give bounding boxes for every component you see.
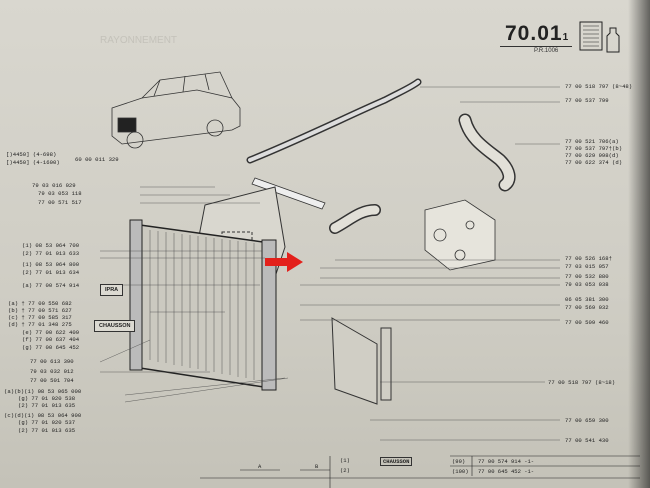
label-r14: 77 00 518 797 (8~18) bbox=[548, 379, 616, 386]
footer-col-a: A bbox=[258, 463, 262, 470]
page-code: 70.011 bbox=[505, 22, 570, 45]
label-l16: 77 00 613 390 bbox=[30, 358, 74, 365]
label-l3: 77 00 571 517 bbox=[38, 199, 82, 206]
label-l13: (e) 77 00 622 409 bbox=[22, 329, 80, 336]
label-l21: (2) 77 01 013 635 bbox=[18, 402, 76, 409]
label-variant-1: [)4450] (4-698) bbox=[6, 151, 57, 158]
label-l5: (2) 77 01 013 633 bbox=[22, 250, 80, 257]
label-r2: 77 00 537 799 bbox=[565, 97, 609, 104]
footer-n2: (2) bbox=[340, 467, 350, 474]
ipra-box: IPRA bbox=[100, 284, 124, 296]
header-rule bbox=[500, 46, 572, 47]
label-r3: 77 00 521 706(a) bbox=[565, 138, 619, 145]
label-r6: 77 00 622 374 (d) bbox=[565, 159, 623, 166]
footer-row2: 77 00 645 452 -1- bbox=[478, 468, 535, 475]
chausson-box: CHAUSSON bbox=[94, 320, 136, 332]
label-l24: (2) 77 01 013 635 bbox=[18, 427, 76, 434]
radiator-core bbox=[129, 219, 277, 391]
footer-n1: (1) bbox=[340, 457, 350, 464]
label-r1: 77 00 518 797 (8~48) bbox=[565, 83, 633, 90]
label-l6: (1) 08 53 064 800 bbox=[22, 261, 80, 268]
label-r7: 77 00 526 168† bbox=[565, 255, 612, 262]
label-r9: 77 00 532 880 bbox=[565, 273, 609, 280]
footer-n99: (99) bbox=[452, 458, 466, 465]
label-l23: (g) 77 01 020 537 bbox=[18, 419, 76, 426]
label-r4: 77 00 537 797†(b) bbox=[565, 145, 623, 152]
label-r5: 77 00 629 998(d) bbox=[565, 152, 619, 159]
label-l19: (a)(b)(1) 08 53 065 000 bbox=[4, 388, 82, 395]
label-l4: (1) 08 53 064 700 bbox=[22, 242, 80, 249]
label-l7: (2) 77 01 013 634 bbox=[22, 269, 80, 276]
faded-header-text: RAYONNEMENT bbox=[100, 35, 178, 46]
label-l1: 79 03 016 029 bbox=[32, 182, 76, 189]
label-l17: 79 03 032 012 bbox=[30, 368, 74, 375]
label-l14: (f) 77 00 637 404 bbox=[22, 336, 80, 343]
label-l15: (g) 77 00 645 452 bbox=[22, 344, 80, 351]
top-bracket-bar bbox=[251, 177, 326, 210]
label-part-60: 60 00 011 329 bbox=[75, 156, 119, 163]
radiator-bottle-icon bbox=[579, 21, 620, 53]
label-r16: 77 00 541 430 bbox=[565, 437, 609, 444]
footer-table-lines bbox=[200, 455, 640, 488]
leader-lines bbox=[99, 86, 560, 441]
page-ref: P.R.1006 bbox=[534, 48, 559, 54]
label-l18: 77 00 501 704 bbox=[30, 377, 74, 384]
label-l22: (c)(d)(1) 08 53 064 900 bbox=[4, 412, 82, 419]
label-r11: 06 05 381 300 bbox=[565, 296, 609, 303]
estate-car-sketch bbox=[111, 71, 241, 149]
label-variant-2: [)4450] (4-1600) bbox=[6, 159, 60, 166]
label-r12: 77 00 569 032 bbox=[565, 304, 609, 311]
label-r8: 77 03 015 057 bbox=[565, 263, 609, 270]
footer-n100: (100) bbox=[452, 468, 469, 475]
thermostat-housing bbox=[424, 199, 496, 271]
label-l20: (g) 77 01 020 538 bbox=[18, 395, 76, 402]
footer-chausson: CHAUSSON bbox=[380, 457, 413, 466]
label-l10: (b) † 77 00 571 627 bbox=[8, 307, 72, 314]
label-r15: 77 00 659 300 bbox=[565, 417, 609, 424]
page-edge-shadow bbox=[628, 0, 650, 488]
label-l11: (c) † 77 00 585 317 bbox=[8, 314, 72, 321]
label-l12: (d) † 77 01 348 275 bbox=[8, 321, 72, 328]
label-r13: 77 00 509 460 bbox=[565, 319, 609, 326]
label-l2: 79 03 053 118 bbox=[38, 190, 82, 197]
footer-row1: 77 00 574 914 -1- bbox=[478, 458, 535, 465]
label-l9: (a) † 77 00 550 682 bbox=[8, 300, 72, 307]
footer-col-b: B bbox=[315, 463, 319, 470]
red-arrow-icon bbox=[265, 252, 303, 272]
label-r10: 79 03 053 038 bbox=[565, 281, 609, 288]
side-cover-plate bbox=[331, 317, 378, 405]
label-l8: (a) 77 00 574 914 bbox=[22, 282, 80, 289]
